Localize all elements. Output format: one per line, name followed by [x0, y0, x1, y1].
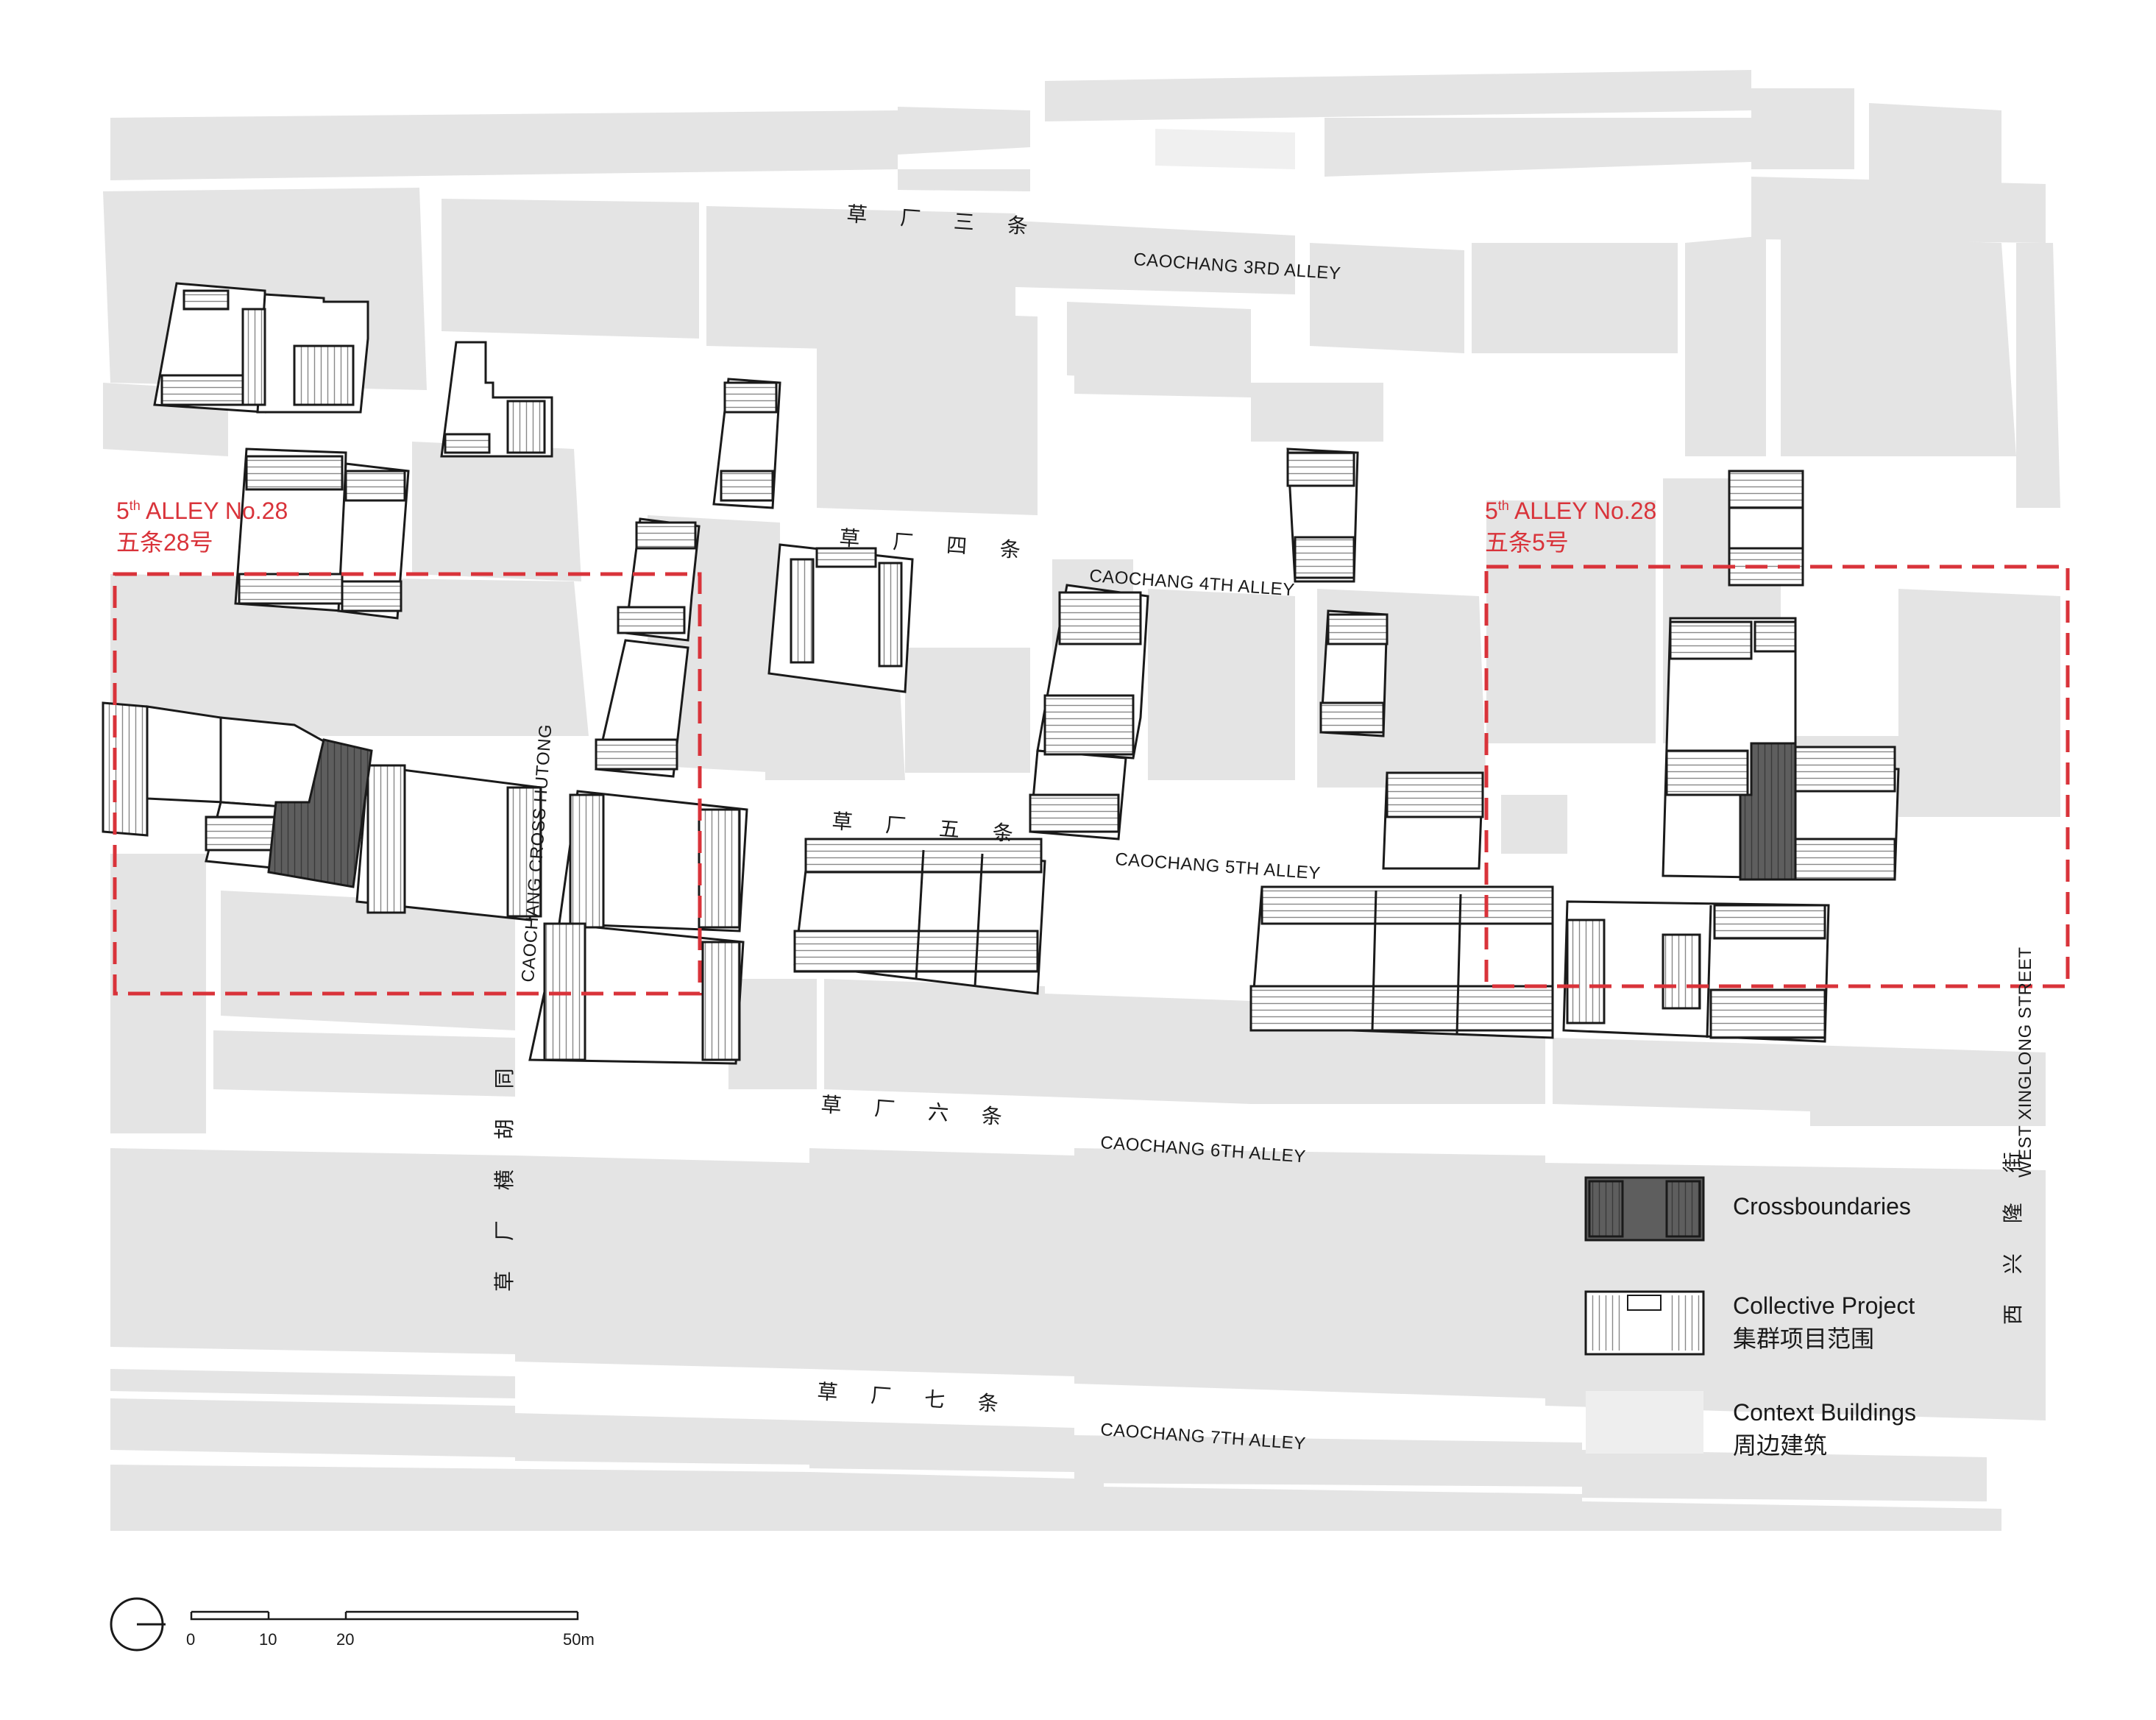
street-label-west-xinglong-en: WEST XINGLONG STREET — [2015, 946, 2035, 1178]
site-boundary-right — [1484, 565, 2070, 988]
collective-project-buildings — [102, 282, 1900, 1065]
street-label-alley7-cn: 草 厂 七 条 — [817, 1379, 1013, 1417]
crossboundaries-buildings — [267, 738, 1797, 888]
legend-label-context-en: Context Buildings — [1733, 1399, 1916, 1426]
scale-label-50m: 50m — [563, 1630, 595, 1649]
street-label-cross-hutong-cn: 草 厂 横 胡 同 — [492, 1056, 517, 1292]
scale-label-10: 10 — [259, 1630, 277, 1649]
context-buildings — [103, 70, 2060, 1531]
legend-label-context-cn: 周边建筑 — [1733, 1432, 1827, 1459]
site-right-title: 5th ALLEY No.28 — [1485, 498, 1656, 524]
site-boundaries — [113, 565, 2070, 996]
site-left-title: 5th ALLEY No.28 — [116, 498, 288, 524]
north-arrow-icon — [110, 1597, 166, 1652]
street-label-alley5-en: CAOCHANG 5TH ALLEY — [1115, 849, 1322, 883]
site-labels: 5th ALLEY No.28 五条28号 5th ALLEY No.28 五条… — [116, 498, 1656, 556]
site-boundary-left — [113, 572, 702, 996]
legend-label-collective-cn: 集群项目范围 — [1733, 1326, 1874, 1352]
street-label-alley6-cn: 草 厂 六 条 — [820, 1092, 1016, 1130]
site-left-subtitle: 五条28号 — [116, 529, 213, 556]
legend-label-crossboundaries: Crossboundaries — [1733, 1193, 1911, 1220]
legend-swatch-context — [1586, 1391, 1703, 1454]
legend-swatch-crossboundaries — [1584, 1176, 1705, 1242]
scale-bar — [190, 1610, 579, 1621]
site-right-subtitle: 五条5号 — [1485, 529, 1569, 556]
legend: Crossboundaries Collective Project 集群项目范… — [1584, 1176, 1916, 1459]
legend-label-collective-en: Collective Project — [1733, 1292, 1915, 1319]
street-label-west-xinglong-cn: 西 兴 隆 街 — [2001, 1140, 2025, 1325]
scale-label-0: 0 — [186, 1630, 195, 1649]
legend-swatch-collective — [1584, 1290, 1705, 1356]
scale-label-20: 20 — [336, 1630, 354, 1649]
